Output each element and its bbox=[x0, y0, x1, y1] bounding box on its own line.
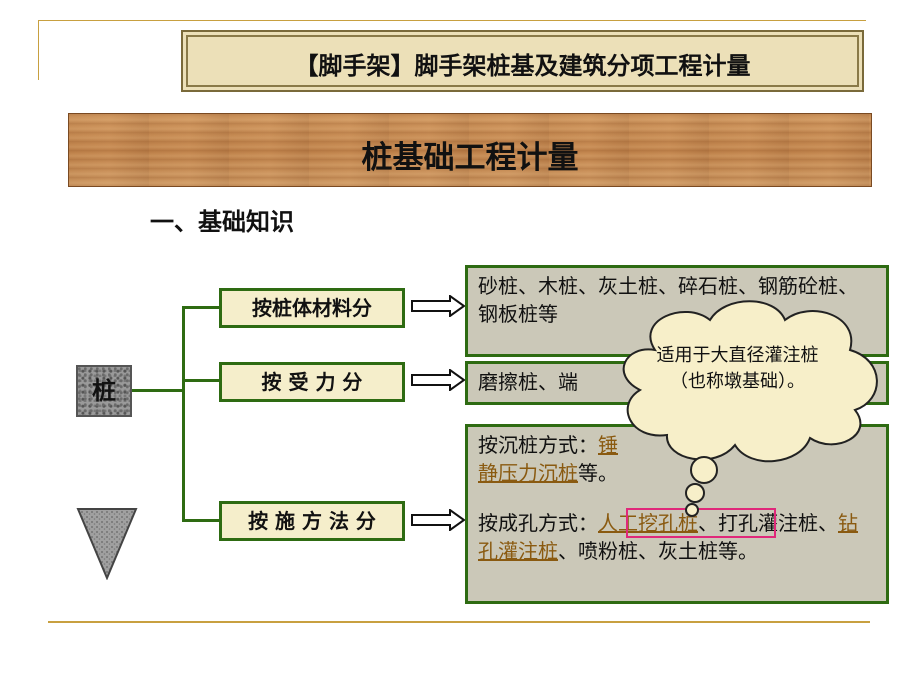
left-rule bbox=[38, 20, 39, 80]
hole-method-suffix: 、喷粉桩、灰土桩等。 bbox=[558, 539, 758, 563]
sink-suffix: 等。 bbox=[578, 461, 618, 485]
hole-method-label: 按成孔方式： bbox=[478, 511, 598, 535]
page-title: 【脚手架】脚手架桩基及建筑分项工程计量 bbox=[294, 52, 751, 80]
arrow-icon-3 bbox=[411, 509, 466, 531]
bottom-rule bbox=[48, 621, 870, 623]
section-banner: 桩基础工程计量 bbox=[68, 113, 872, 187]
static-press-pile-link[interactable]: 静压力沉桩 bbox=[478, 461, 578, 485]
category-force: 按 受 力 分 bbox=[219, 362, 405, 402]
bored-pile-link[interactable]: 钻孔灌注桩 bbox=[478, 511, 858, 563]
page-title-banner: 【脚手架】脚手架桩基及建筑分项工程计量 bbox=[181, 30, 864, 92]
hammer-pile-link[interactable]: 锤 bbox=[598, 433, 618, 457]
arrow-icon-2 bbox=[411, 369, 466, 391]
force-types-text: 磨擦桩、端 bbox=[478, 370, 578, 394]
hole-method-text: 按成孔方式：人工挖孔桩、打孔灌注桩、钻孔灌注桩、喷粉桩、灰土桩等。 bbox=[478, 509, 876, 565]
banner-title: 桩基础工程计量 bbox=[361, 140, 579, 176]
callout-text: 适用于大直径灌注桩（也称墩基础）。 bbox=[656, 345, 819, 392]
sink-method-line-2: 静压力沉桩等。 bbox=[478, 459, 876, 487]
category-material: 按桩体材料分 bbox=[219, 288, 405, 328]
arrow-icon-1 bbox=[411, 295, 466, 317]
top-rule bbox=[38, 20, 866, 21]
triangle-icon bbox=[76, 508, 138, 580]
connector-bottom bbox=[182, 519, 220, 522]
manual-dug-pile-link[interactable]: 人工挖孔桩 bbox=[598, 511, 698, 535]
pile-label: 桩 bbox=[76, 365, 132, 417]
connector-vertical bbox=[182, 306, 185, 522]
highlight-frame bbox=[626, 508, 776, 538]
connector-middle bbox=[182, 379, 220, 382]
hole-method-mid: 、打孔灌注桩、 bbox=[698, 511, 838, 535]
material-types-text: 砂桩、木桩、灰土桩、碎石桩、钢筋砼桩、钢板桩等 bbox=[478, 274, 858, 326]
connector-top bbox=[182, 306, 220, 309]
connector-horizontal bbox=[132, 389, 184, 392]
thought-cloud bbox=[622, 300, 878, 517]
section-heading: 一、基础知识 bbox=[150, 208, 294, 236]
category-method: 按 施 方 法 分 bbox=[219, 501, 405, 541]
sink-method-label: 按沉桩方式： bbox=[478, 433, 598, 457]
